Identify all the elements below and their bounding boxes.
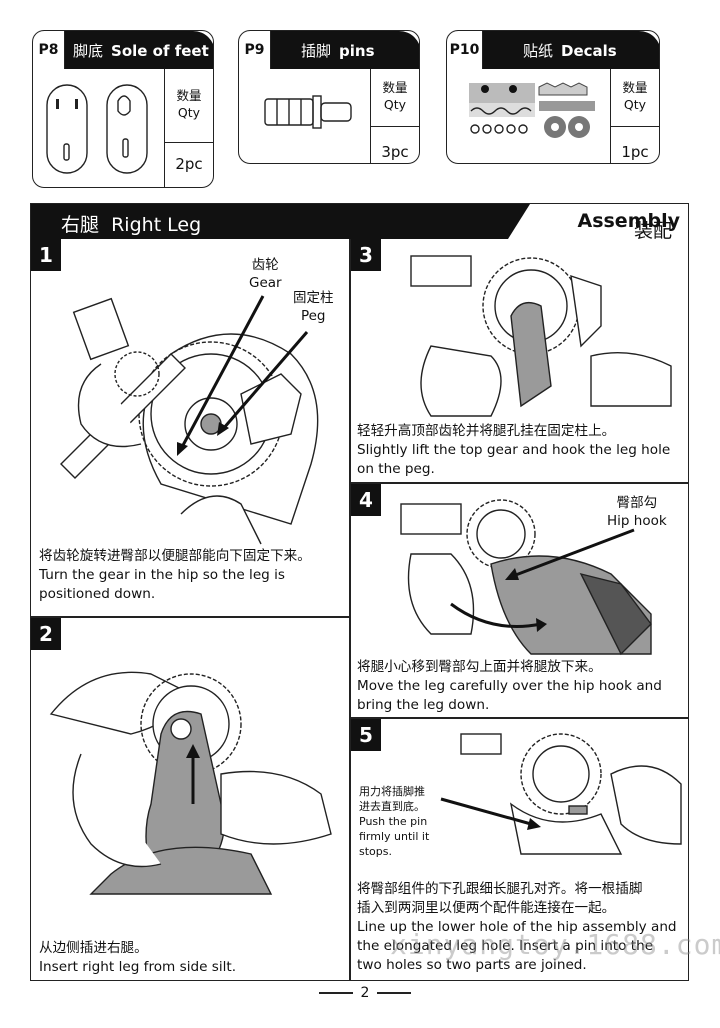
step-5-illustration: [460, 733, 682, 855]
step-3-illustration: [410, 255, 672, 417]
section-header: 右腿 Right Leg 装配 Assembly: [31, 204, 688, 239]
peg-callout: 固定柱 Peg: [293, 290, 334, 324]
watermark: xinyangtoy.1688.com: [390, 928, 720, 961]
step-4-badge: 4: [351, 484, 381, 516]
step-2-caption: 从边侧插进右腿。 Insert right leg from side silt…: [39, 940, 237, 975]
qty-label-cn: 数量: [382, 80, 408, 95]
part-code: P10: [447, 31, 483, 69]
step-4-arrow: [505, 528, 635, 580]
page-footer: 2: [300, 985, 430, 1001]
push-pin-callout: 用力将插脚推 进去直到底。 Push the pin firmly until …: [359, 785, 430, 858]
pin-illustration: [264, 95, 352, 129]
page-number: 2: [360, 985, 370, 1001]
divider-step3-step4: [350, 482, 689, 484]
hip-hook-callout: 臀部勾 Hip hook: [607, 495, 667, 529]
section-title: 右腿 Right Leg: [61, 214, 202, 236]
step-1-arrows: [177, 295, 309, 456]
step-4-caption: 将腿小心移到臀部勾上面并将腿放下来。 Move the leg carefull…: [357, 659, 662, 713]
step-2-badge: 2: [31, 618, 61, 650]
step-5-caption: 将臀部组件的下孔跟细长腿孔对齐。将一根插脚 插入到两洞里以便两个配件能连接在一起…: [357, 881, 677, 973]
part-card-header: P9 插脚 pins: [239, 31, 419, 69]
step-1-caption: 将齿轮旋转进臀部以便腿部能向下固定下来。 Turn the gear in th…: [39, 548, 311, 602]
step-5-arrow: [440, 797, 541, 830]
step-1-badge: 1: [31, 239, 61, 271]
assembly-frame: 右腿 Right Leg 装配 Assembly 1 齿轮 Gear 固定柱 P…: [30, 203, 689, 981]
gear-callout: 齿轮 Gear: [249, 257, 282, 291]
part-card-p8: P8 脚底 Sole of feet 数量 Qty 2pc: [32, 30, 214, 188]
step-3-badge: 3: [351, 239, 381, 271]
step-2-illustration: [49, 671, 332, 895]
qty-value: 2pc: [175, 155, 203, 173]
qty-label-cn: 数量: [622, 80, 648, 95]
step-4-illustration: [400, 499, 652, 656]
qty-label-en: Qty: [383, 97, 407, 112]
part-code: P9: [239, 31, 271, 69]
part-name-cn: 插脚: [301, 41, 332, 60]
qty-label-cn: 数量: [176, 88, 202, 103]
part-name-cn: 贴纸: [523, 41, 554, 60]
qty-label-en: Qty: [177, 105, 201, 120]
part-card-p9: P9 插脚 pins 数量 Qty 3pc: [238, 30, 420, 164]
part-code: P8: [33, 31, 65, 69]
part-name-en: Decals: [561, 41, 617, 60]
divider-step4-step5: [350, 717, 689, 719]
part-name-en: Sole of feet: [111, 41, 209, 60]
sole-of-feet-illustration: [46, 84, 148, 174]
step-3-caption: 轻轻升高顶部齿轮并将腿孔挂在固定柱上。 Slightly lift the to…: [357, 423, 671, 477]
qty-label-en: Qty: [623, 97, 647, 112]
decals-illustration: [469, 82, 595, 138]
divider-step1-step2: [31, 616, 350, 618]
part-card-header: P10 贴纸 Decals: [447, 31, 659, 69]
part-name-cn: 脚底: [73, 41, 104, 60]
qty-value: 3pc: [381, 143, 409, 161]
column-divider: [349, 239, 351, 980]
assembly-tab: 装配 Assembly: [508, 204, 688, 239]
qty-value: 1pc: [621, 143, 649, 161]
part-card-header: P8 脚底 Sole of feet: [33, 31, 213, 69]
step-5-badge: 5: [351, 719, 381, 751]
part-name-en: pins: [339, 41, 375, 60]
part-card-p10: P10 贴纸 Decals 数量 Qty 1pc: [446, 30, 660, 164]
